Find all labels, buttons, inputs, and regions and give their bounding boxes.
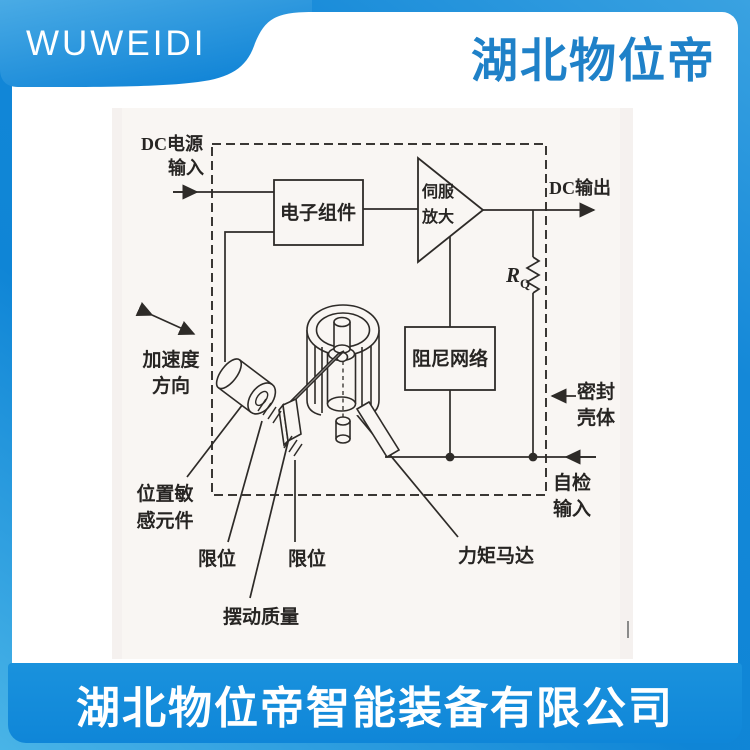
limit-stop-hatching-lower — [283, 435, 303, 457]
sealed-housing-dashed-border — [211, 143, 547, 496]
acceleration-label-1: 加速度 — [141, 348, 200, 371]
dc-output-label: DC输出 — [549, 177, 611, 198]
logo-banner: WUWEIDI — [0, 0, 312, 90]
damping-network-label: 阻尼网络 — [412, 347, 488, 370]
leader-pendulum-mass — [249, 441, 289, 599]
logo-text: WUWEIDI — [26, 24, 207, 63]
banner-tab — [0, 0, 312, 87]
footer-band: 湖北物位帝智能装备有限公司 — [8, 663, 742, 743]
position-sensor-sketch — [215, 358, 277, 415]
logo-banner-shape — [0, 0, 312, 87]
electronics-box-label: 电子组件 — [280, 201, 356, 224]
electronics-box: 电子组件 — [273, 179, 364, 246]
limit-label-1: 限位 — [198, 547, 236, 570]
footer-company-name: 湖北物位帝智能装备有限公司 — [76, 684, 674, 733]
diagram-lines — [135, 184, 596, 599]
paper-edge-shade-right — [620, 108, 633, 659]
dc-power-label-2: 输入 — [168, 157, 204, 178]
acceleration-direction-arrow — [135, 302, 196, 335]
motor-support-bar — [355, 400, 401, 459]
dc-power-label-1: DC电源 — [141, 133, 203, 154]
rq-resistor-zigzag — [525, 256, 541, 294]
servo-amplifier: 伺服 放大 — [417, 156, 485, 264]
paper-edge-shade — [112, 108, 122, 659]
acceleration-label-2: 方向 — [152, 374, 190, 397]
feedback-line — [224, 231, 274, 362]
position-sensor-label-1: 位置敏 — [136, 482, 193, 505]
self-test-label-1: 自检 — [553, 471, 591, 494]
junction-dot-damping — [445, 452, 455, 462]
rq-label-sub: Q — [520, 276, 530, 291]
torque-motor-sketch — [285, 304, 401, 459]
servo-amp-label-1: 伺服 — [421, 182, 455, 201]
servo-amp-label-2: 放大 — [421, 207, 454, 226]
leader-position-sensor — [186, 403, 244, 478]
junction-dot-rq — [528, 452, 538, 462]
limit-stop-hatching-upper — [257, 398, 282, 424]
limit-label-2: 限位 — [288, 547, 326, 570]
brand-title: 湖北物位帝 — [471, 36, 716, 88]
position-sensor-label-2: 感元件 — [136, 509, 193, 532]
pendulum-mass-label: 摆动质量 — [223, 606, 299, 628]
damping-network-box: 阻尼网络 — [404, 326, 496, 391]
sealed-case-label-2: 壳体 — [576, 406, 616, 429]
torque-motor-label: 力矩马达 — [458, 544, 534, 567]
sealed-case-label-1: 密封 — [577, 380, 615, 403]
leader-limit1 — [227, 420, 263, 543]
self-test-label-2: 输入 — [553, 497, 591, 520]
rq-label: R — [505, 263, 520, 287]
